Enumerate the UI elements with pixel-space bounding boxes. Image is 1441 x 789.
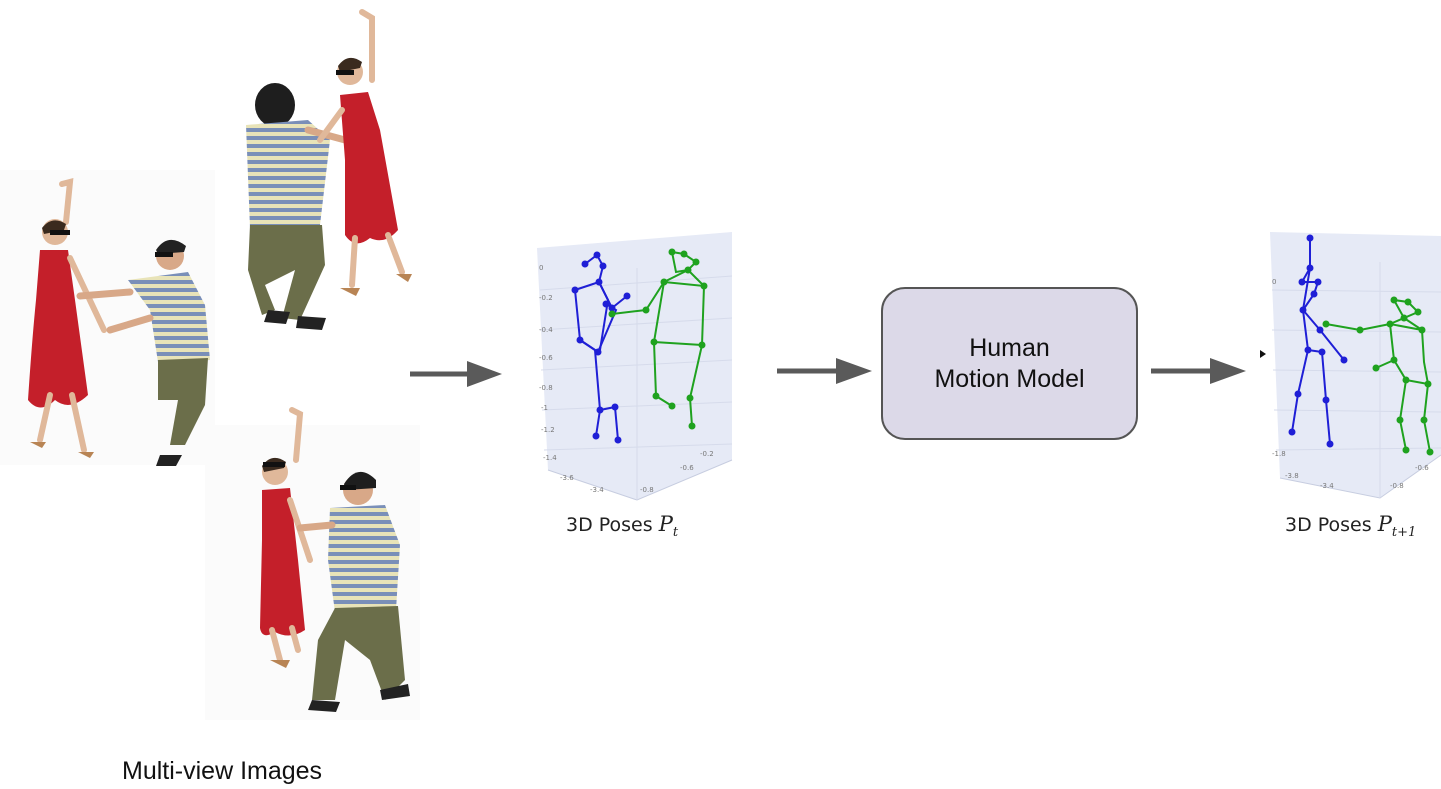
model-label-line-2: Motion Model bbox=[934, 364, 1085, 393]
dancer-woman-figure-2 bbox=[317, 9, 412, 296]
svg-text:-1.2: -1.2 bbox=[541, 426, 555, 434]
svg-text:-0.2: -0.2 bbox=[700, 450, 714, 458]
dancer-man-figure bbox=[76, 239, 210, 466]
pose-t-caption-prefix: 3D Poses bbox=[566, 514, 659, 536]
pose-plot-t1-background bbox=[1270, 232, 1441, 498]
svg-text:-1: -1 bbox=[541, 404, 548, 412]
svg-text:-0.6: -0.6 bbox=[1415, 464, 1429, 472]
svg-text:-0.8: -0.8 bbox=[539, 384, 553, 392]
pose-t1-caption-prefix: 3D Poses bbox=[1285, 514, 1378, 536]
dancer-man-figure-3 bbox=[296, 471, 410, 712]
svg-text:-1.8: -1.8 bbox=[1272, 450, 1286, 458]
model-label-line-1: Human bbox=[969, 333, 1050, 362]
pose-t-symbol: P bbox=[658, 512, 673, 536]
multi-view-image-2 bbox=[246, 9, 412, 330]
human-motion-model-box: Human Motion Model bbox=[881, 287, 1138, 440]
pose-t1-caption: 3D Poses Pt+1 bbox=[1285, 512, 1416, 540]
svg-text:-0.6: -0.6 bbox=[680, 464, 694, 472]
pose-t1-symbol: P bbox=[1377, 512, 1392, 536]
pose-t1-subscript: t+1 bbox=[1391, 524, 1417, 540]
svg-text:0: 0 bbox=[539, 264, 543, 272]
arrow-poses-to-model bbox=[777, 358, 872, 384]
skeleton-green-t bbox=[608, 248, 708, 430]
multi-view-image-3 bbox=[205, 407, 420, 720]
svg-text:-0.8: -0.8 bbox=[640, 486, 654, 494]
dancer-woman-figure-3 bbox=[260, 407, 313, 668]
skeleton-blue-t bbox=[571, 251, 631, 444]
multi-view-images-caption: Multi-view Images bbox=[122, 757, 323, 785]
svg-text:-3.8: -3.8 bbox=[1285, 472, 1299, 480]
svg-text:-3.4: -3.4 bbox=[1320, 482, 1334, 490]
dancer-woman-figure bbox=[28, 178, 107, 458]
arrow-images-to-poses bbox=[410, 361, 502, 387]
svg-text:-3.4: -3.4 bbox=[590, 486, 604, 494]
multi-view-image-1 bbox=[0, 170, 215, 466]
pose-plot-t1: 0 -1.8 -3.8 -3.4 -0.8 -0.6 bbox=[1260, 232, 1441, 499]
pose-t-subscript: t bbox=[672, 524, 679, 540]
skeleton-blue-t1 bbox=[1288, 234, 1348, 448]
svg-text:0: 0 bbox=[1272, 278, 1276, 286]
svg-text:-0.2: -0.2 bbox=[539, 294, 553, 302]
skeleton-green-t1 bbox=[1322, 296, 1434, 456]
arrow-model-to-next-poses bbox=[1151, 358, 1246, 384]
svg-text:-0.4: -0.4 bbox=[539, 326, 553, 334]
svg-text:-0.8: -0.8 bbox=[1390, 482, 1404, 490]
pose-plot-t: 0 -0.2 -0.4 -0.6 -0.8 -1 -1.2 -1.4 -3.6 -3.4 -0… bbox=[537, 232, 733, 501]
svg-text:-3.6: -3.6 bbox=[560, 474, 574, 482]
pose-t-caption: 3D Poses Pt bbox=[566, 512, 678, 540]
dancer-man-back-figure bbox=[246, 83, 349, 330]
svg-text:-0.6: -0.6 bbox=[539, 354, 553, 362]
pose-plot-t-background bbox=[537, 232, 732, 500]
svg-text:-1.4: -1.4 bbox=[543, 454, 557, 462]
